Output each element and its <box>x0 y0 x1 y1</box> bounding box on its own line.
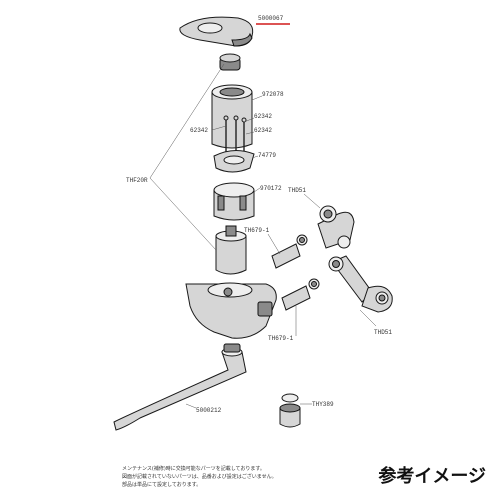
note-line-3: 部品は単品にて設定しております。 <box>122 481 201 488</box>
label-check-valve-bottom: TH679-1 <box>268 335 294 342</box>
cartridge-cap <box>211 84 253 149</box>
inlet-elbow-top <box>317 205 355 249</box>
cartridge-holder <box>213 182 255 221</box>
label-inlet-left: THD51 <box>288 187 306 194</box>
caption-reference-image: 参考イメージ <box>378 465 486 487</box>
label-cartridge-cap: 972078 <box>262 91 284 98</box>
label-retainer-plate: 74779 <box>258 152 276 159</box>
inlet-elbow-bottom <box>328 255 393 313</box>
label-inlet-right: THD51 <box>374 329 392 336</box>
spout <box>113 343 247 431</box>
label-screw-a: 62342 <box>254 113 272 120</box>
label-lever-handle: 5000067 <box>258 15 284 22</box>
label-screw-c: 62342 <box>254 127 272 134</box>
note-line-2: 図面が記載されていないパーツは、品番および設定はございません。 <box>122 473 277 480</box>
label-spout: 5000212 <box>196 407 222 414</box>
check-valve-bottom <box>281 278 320 311</box>
valve-cartridge <box>215 225 247 275</box>
note-line-1: メンテナンス(補修)時に交換可能なパーツを記載しております。 <box>122 465 265 472</box>
label-cartridge-holder: 970172 <box>260 185 282 192</box>
label-check-valve-top: TH679-1 <box>244 227 270 234</box>
aerator <box>279 393 301 428</box>
retainer-plate <box>213 150 255 173</box>
label-screw-b: 62342 <box>190 127 208 134</box>
stem-knob <box>219 53 241 71</box>
lever-handle <box>179 16 254 47</box>
label-valve-assembly: THF20R <box>126 177 148 184</box>
check-valve-top <box>271 234 308 269</box>
label-aerator: THY389 <box>312 401 334 408</box>
faucet-body <box>185 282 277 339</box>
